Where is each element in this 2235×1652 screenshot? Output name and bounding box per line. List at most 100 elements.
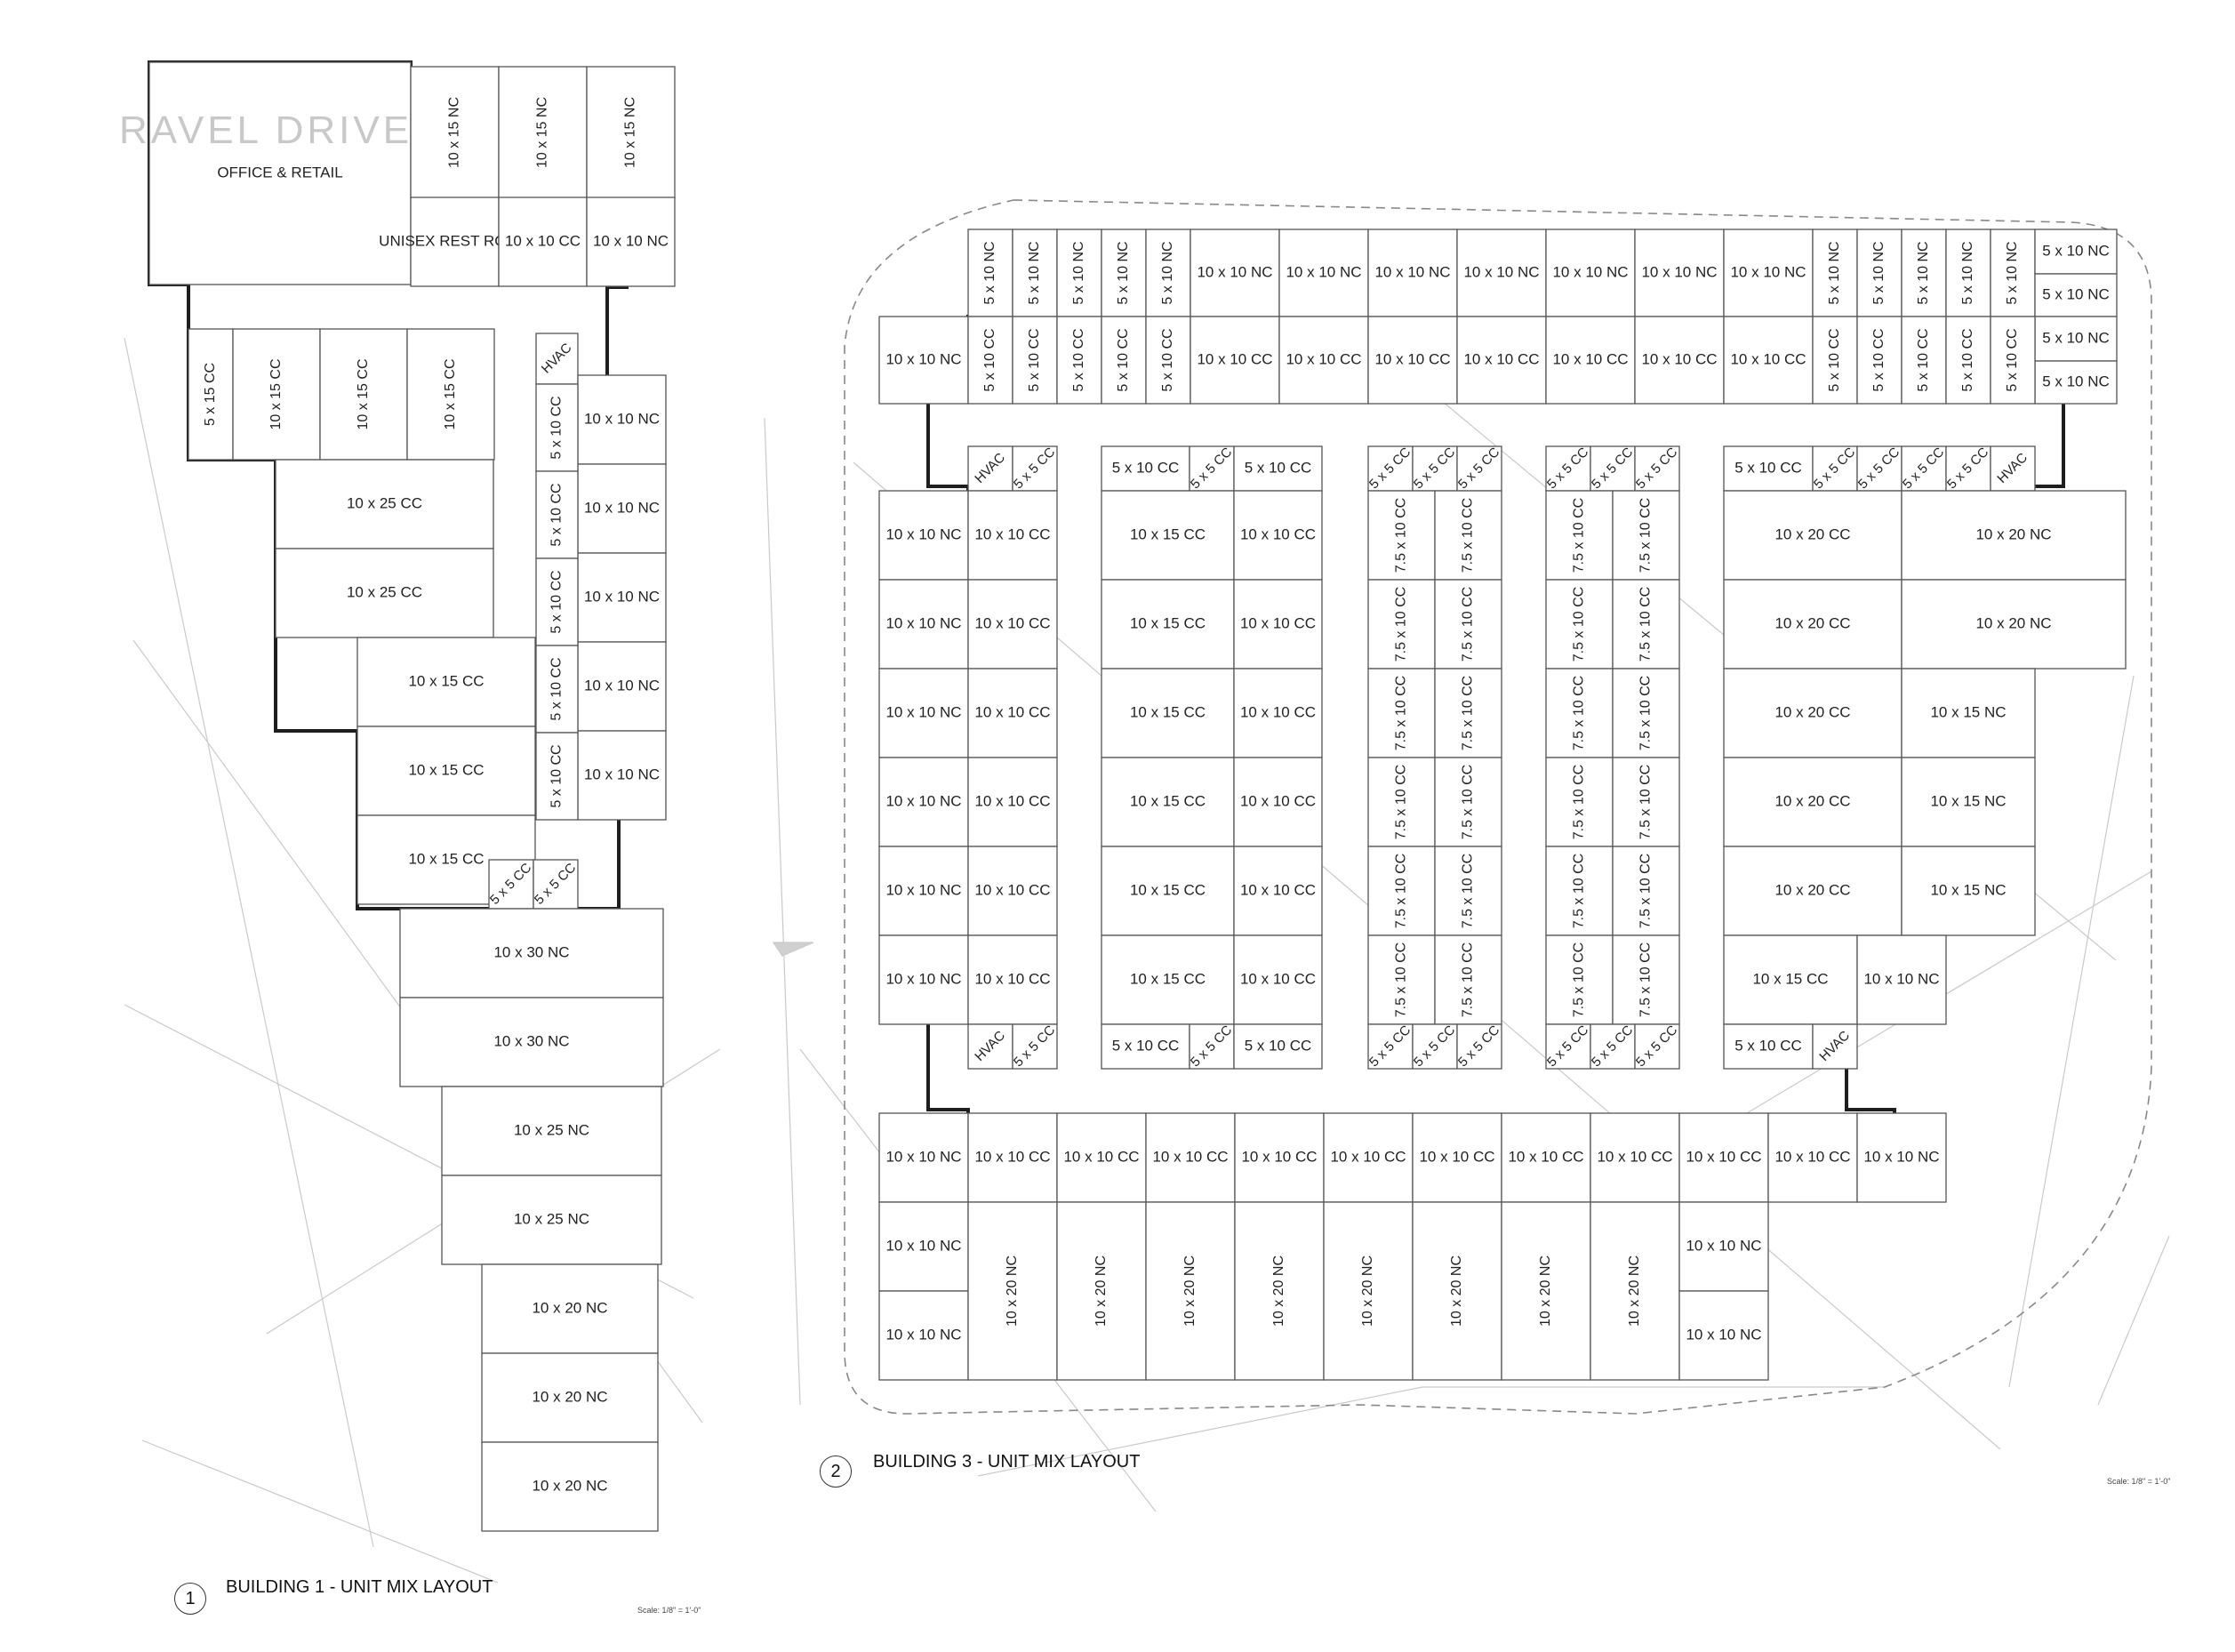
unit-label: 7.5 x 10 CC xyxy=(1394,854,1409,928)
unit-cell xyxy=(1145,1112,1236,1203)
unit-label: 10 x 10 NC xyxy=(1197,263,1272,280)
unit-cell xyxy=(1101,846,1235,936)
unit-cell xyxy=(878,668,969,758)
unit-cell xyxy=(577,463,667,554)
unit-cell xyxy=(1678,1112,1769,1203)
unit-label: 10 x 10 CC xyxy=(974,792,1050,809)
unit-label: 5 x 10 NC xyxy=(1827,241,1842,304)
unit-label: 7.5 x 10 CC xyxy=(1394,587,1409,662)
unit-label: 10 x 10 NC xyxy=(885,1237,961,1254)
unit-label: 5 x 10 CC xyxy=(549,483,565,546)
unit-label: 10 x 15 CC xyxy=(1752,970,1828,987)
unit-cell xyxy=(232,328,321,461)
unit-cell xyxy=(878,934,969,1025)
unit-cell xyxy=(410,66,500,199)
unit-label: 7.5 x 10 CC xyxy=(1461,854,1476,928)
unit-label: 5 x 10 NC xyxy=(2042,329,2110,346)
unit-label: 10 x 10 CC xyxy=(1240,881,1316,898)
unit-label: 10 x 15 CC xyxy=(408,672,484,689)
unit-cell xyxy=(1278,316,1369,405)
unit-label: 10 x 25 CC xyxy=(347,583,422,600)
unit-label: 10 x 10 NC xyxy=(1686,1237,1761,1254)
unit-label: 5 x 10 NC xyxy=(1027,241,1042,304)
unit-cell xyxy=(1545,579,1614,670)
unit-cell xyxy=(1456,445,1502,492)
unit-label: 5 x 10 CC xyxy=(1116,328,1131,391)
unit-label: 10 x 20 CC xyxy=(1774,881,1850,898)
unit-label: 10 x 20 NC xyxy=(532,1299,607,1316)
street-label: RAVEL DRIVE xyxy=(119,108,413,152)
unit-label: 5 x 10 CC xyxy=(549,396,565,459)
unit-label: 10 x 10 NC xyxy=(584,677,660,694)
unit-cell xyxy=(1945,316,1991,405)
unit-cell xyxy=(1723,229,1814,317)
unit-cell xyxy=(1101,490,1235,581)
unit-label: 10 x 10 NC xyxy=(885,1148,961,1165)
unit-cell xyxy=(2034,273,2118,317)
unit-cell xyxy=(1634,445,1680,492)
unit-label: 10 x 20 NC xyxy=(1627,1255,1642,1327)
unit-label: 10 x 10 CC xyxy=(1597,1148,1672,1165)
unit-label: 10 x 10 NC xyxy=(885,970,961,987)
unit-label: 5 x 10 CC xyxy=(1734,459,1802,476)
unit-cell xyxy=(878,1201,969,1292)
unit-label: 7.5 x 10 CC xyxy=(1394,942,1409,1017)
unit-cell xyxy=(1233,668,1323,758)
unit-label: 5 x 10 NC xyxy=(1071,241,1086,304)
unit-cell xyxy=(577,730,667,821)
unit-label: 10 x 10 NC xyxy=(885,350,961,367)
unit-cell xyxy=(356,726,536,816)
unit-label: 10 x 10 NC xyxy=(1286,263,1361,280)
unit-label: 10 x 25 CC xyxy=(347,494,422,511)
unit-label: 7.5 x 10 CC xyxy=(1461,587,1476,662)
unit-cell xyxy=(1434,934,1502,1025)
unit-label: 10 x 10 CC xyxy=(1240,525,1316,542)
unit-cell xyxy=(1634,316,1725,405)
unit-label: 10 x 10 CC xyxy=(1641,350,1717,367)
unit-cell xyxy=(1901,229,1947,317)
unit-label: 5 x 10 NC xyxy=(1160,241,1175,304)
unit-cell xyxy=(1545,445,1591,492)
unit-cell xyxy=(2034,316,2118,362)
unit-label: 5 x 10 CC xyxy=(1245,1037,1312,1054)
unit-cell xyxy=(148,61,412,285)
unit-label: 5 x 10 NC xyxy=(1871,241,1887,304)
unit-label: 10 x 10 CC xyxy=(1374,350,1450,367)
unit-cell xyxy=(441,1175,662,1265)
unit-cell xyxy=(1434,490,1502,581)
unit-cell xyxy=(1590,1201,1680,1381)
unit-cell xyxy=(1545,668,1614,758)
unit-cell xyxy=(275,548,494,638)
unit-cell xyxy=(1367,229,1458,317)
unit-cell xyxy=(1234,1112,1325,1203)
unit-label: 7.5 x 10 CC xyxy=(1461,498,1476,573)
unit-label: 7.5 x 10 CC xyxy=(1461,942,1476,1017)
unit-label: 7.5 x 10 CC xyxy=(1638,676,1654,750)
unit-cell xyxy=(188,328,234,461)
unit-label: 7.5 x 10 CC xyxy=(1461,676,1476,750)
unit-cell xyxy=(1101,668,1235,758)
unit-cell xyxy=(1612,490,1680,581)
unit-cell xyxy=(1901,316,1947,405)
unit-label: 10 x 20 CC xyxy=(1774,525,1850,542)
unit-cell xyxy=(1101,316,1147,405)
unit-cell xyxy=(1412,445,1458,492)
unit-cell xyxy=(535,333,579,385)
unit-cell xyxy=(399,997,664,1087)
unit-cell xyxy=(878,490,969,581)
unit-label: 5 x 10 NC xyxy=(1960,241,1975,304)
unit-cell xyxy=(319,328,408,461)
unit-cell xyxy=(498,66,588,199)
unit-label: 10 x 10 CC xyxy=(1463,350,1539,367)
unit-label: 10 x 10 CC xyxy=(974,881,1050,898)
unit-cell xyxy=(1233,934,1323,1025)
unit-label: 10 x 10 NC xyxy=(584,766,660,782)
unit-label: 10 x 10 NC xyxy=(885,525,961,542)
unit-label: 10 x 10 CC xyxy=(974,614,1050,631)
unit-cell xyxy=(878,846,969,936)
unit-label: 10 x 10 CC xyxy=(505,232,581,249)
unit-label: 10 x 20 NC xyxy=(532,1477,607,1494)
unit-label: 7.5 x 10 CC xyxy=(1572,765,1587,839)
